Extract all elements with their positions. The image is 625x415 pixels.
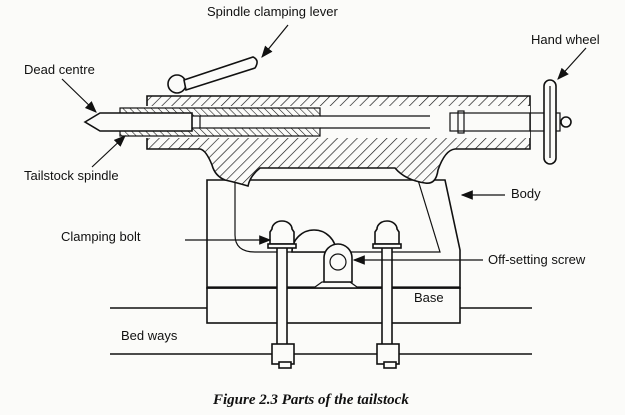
body [206,179,461,289]
figure-caption: Figure 2.3 Parts of the tailstock [212,392,409,408]
label-clamping-bolt: Clamping bolt [61,229,141,244]
clamping-bolt-right [372,220,402,369]
leader-lines [61,24,587,265]
label-hand-wheel: Hand wheel [531,32,600,47]
label-body: Body [511,186,541,201]
clamping-bolt-left [267,220,297,369]
dead-centre [83,112,193,132]
spindle-clamping-lever [167,56,258,94]
label-bed-ways: Bed ways [121,328,178,343]
hand-wheel [543,79,572,165]
label-spindle-clamping-lever: Spindle clamping lever [207,4,338,19]
label-dead-centre: Dead centre [24,62,95,77]
label-base: Base [414,290,444,305]
label-off-setting-screw: Off-setting screw [488,252,586,267]
label-tailstock-spindle: Tailstock spindle [24,168,119,183]
base-block [206,287,461,324]
